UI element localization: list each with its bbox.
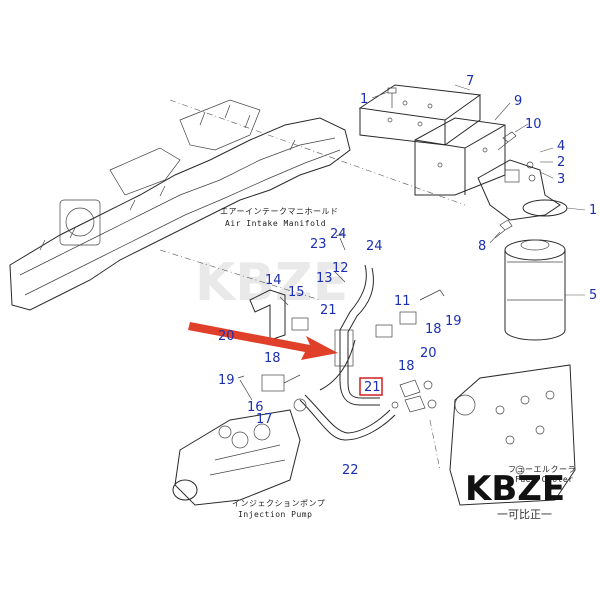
callout-11: 11 (394, 294, 411, 309)
callout-6: 1 (360, 92, 368, 107)
fuel-tube-21-lower (339, 379, 380, 406)
callout-12: 12 (332, 261, 349, 276)
callout-24-top: 24 (330, 227, 347, 242)
callout-22: 22 (342, 463, 359, 478)
callout-16: 16 (247, 400, 264, 415)
air-intake-label-en: Air Intake Manifold (225, 219, 326, 228)
injection-pump: インジェクションポンプ Injection Pump (172, 409, 325, 519)
callout-7: 7 (466, 74, 474, 89)
filter-head-1 (477, 159, 568, 221)
bolt-19-right (419, 289, 445, 301)
callout-5: 5 (589, 288, 597, 303)
kbze-logo: KBZE 一可比正一 (465, 469, 565, 521)
clamp-18-lower (261, 374, 301, 392)
injection-pump-label-jp: インジェクションポンプ (232, 499, 325, 508)
callout-24-right: 24 (366, 239, 383, 254)
bolt-8 (494, 219, 513, 239)
fuel-filter-5 (504, 239, 566, 341)
callout-21-highlighted: 21 (364, 380, 381, 395)
callout-13: 13 (316, 271, 333, 286)
logo-brand: KBZE (465, 469, 565, 509)
callout-20-right: 20 (420, 346, 437, 361)
clamp-18-upper (375, 311, 417, 338)
injection-pump-label-en: Injection Pump (238, 510, 312, 519)
callout-14: 14 (265, 273, 282, 288)
bolt-6 (387, 87, 397, 108)
callout-3: 3 (557, 172, 565, 187)
callout-18-right: 18 (425, 322, 442, 337)
bolt-10 (497, 131, 517, 151)
callout-19-left: 19 (218, 373, 235, 388)
red-arrow (188, 322, 338, 360)
fittings (391, 379, 437, 413)
callout-1: 1 (589, 203, 597, 218)
bolt-19-left (237, 375, 253, 401)
callout-4: 4 (557, 139, 565, 154)
air-intake-label-jp: エアーインテークマニホールド (220, 207, 339, 216)
callout-9: 9 (514, 94, 522, 109)
callout-21-top: 21 (320, 303, 337, 318)
bracket-14 (249, 289, 286, 341)
callout-15: 15 (288, 285, 305, 300)
mounting-plate-7 (358, 84, 482, 146)
callout-23: 23 (310, 237, 327, 252)
clamp-16 (291, 317, 309, 331)
leader-lines (371, 84, 586, 296)
callout-17: 17 (256, 412, 273, 427)
callout-18-center: 18 (398, 359, 415, 374)
fuel-cooler: フューエルクーラ Fuel Cooler (449, 364, 576, 506)
fuel-cooler-label-jp: フューエルクーラ (508, 465, 576, 474)
bolt-13 (334, 271, 346, 283)
fuel-tube-22 (293, 339, 396, 441)
callout-19-right: 19 (445, 314, 462, 329)
callout-2: 2 (557, 155, 565, 170)
callout-10: 10 (525, 117, 542, 132)
highlight-box-21 (359, 377, 383, 396)
fuel-cooler-label-en: Fuel Cooler (515, 475, 573, 484)
air-intake-manifold: エアーインテークマニホールド Air Intake Manifold (9, 99, 351, 311)
callout-numbers: 1 7 9 10 4 2 3 1 5 8 24 23 24 12 13 14 1… (218, 74, 597, 478)
callout-18-left: 18 (264, 351, 281, 366)
callout-8: 8 (478, 239, 486, 254)
bolt-23 (335, 232, 346, 251)
callout-20-left: 20 (218, 329, 235, 344)
logo-sub: 一可比正一 (497, 508, 552, 521)
bolt-15 (279, 296, 289, 306)
watermark-text: KBZE (195, 253, 348, 313)
mounting-plate-9 (414, 117, 506, 196)
